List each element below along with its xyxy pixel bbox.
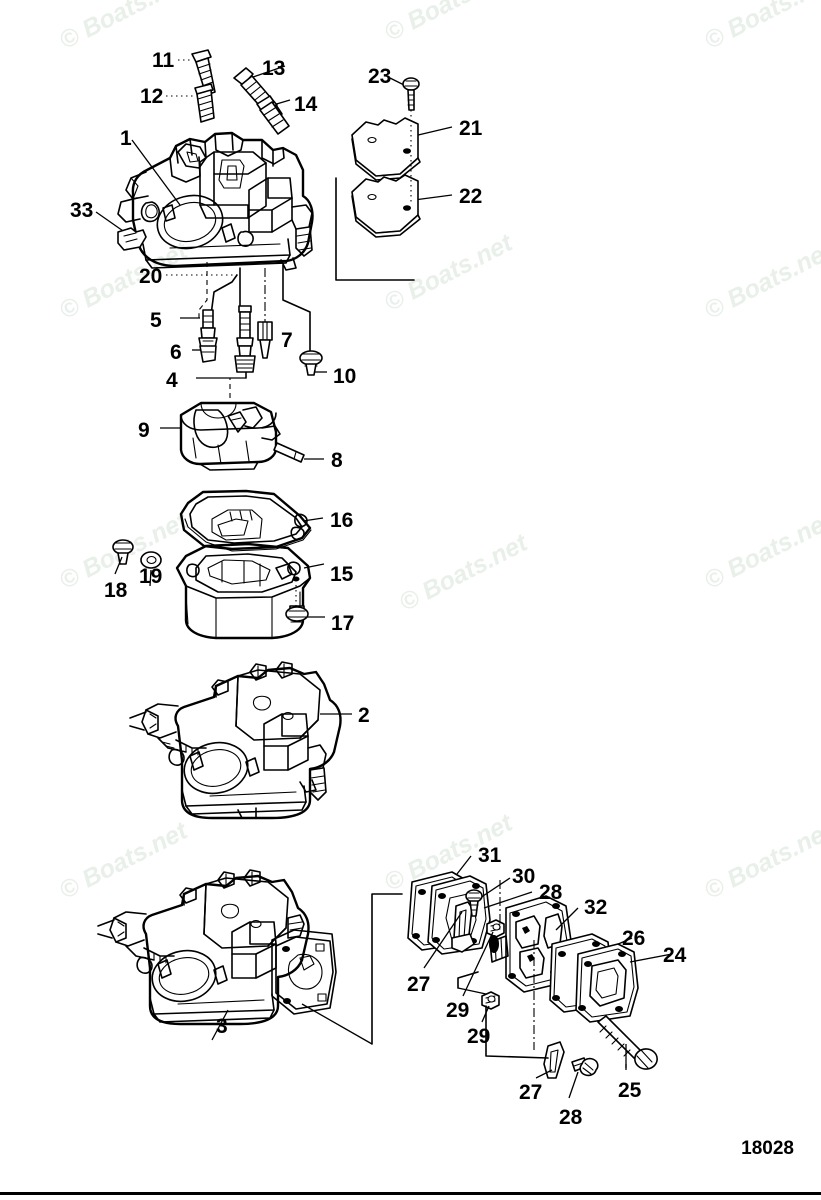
- callout-label-carburetor-assembly-middle: 2: [358, 704, 370, 727]
- part-7-float-pin: [257, 321, 273, 359]
- callout-label-float: 9: [138, 419, 150, 442]
- part-8-float-hinge-pin: [273, 442, 324, 463]
- part-16-bowl-gasket: [179, 489, 312, 552]
- part-21-diaphragm-cover: [351, 117, 421, 181]
- part-25-long-screw: [597, 1015, 658, 1070]
- callout-label-inlet-cover: 24: [663, 944, 687, 967]
- part-2-carburetor-assembly: [129, 661, 342, 820]
- part-6-cap-plug: [199, 345, 217, 363]
- callout-label-main-jet: 4: [166, 369, 178, 392]
- callout-label-bowl-drain-screw: 17: [331, 612, 355, 635]
- part-17-bowl-drain-screw: [285, 585, 325, 623]
- callout-label-gasket-small: 20: [139, 265, 163, 288]
- part-33-float-clip: [117, 227, 147, 251]
- callout-label-lever-arm-right: 27: [519, 1081, 543, 1104]
- callout-label-pump-screw-upper: 28: [539, 881, 563, 904]
- callout-label-pump-screw-lower: 28: [559, 1106, 583, 1129]
- callout-label-cap-plug: 6: [170, 341, 182, 364]
- callout-label-pump-gasket: 30: [512, 865, 536, 888]
- callout-label-washer: 19: [139, 565, 163, 588]
- part-3-carburetor-assembly: [97, 869, 337, 1026]
- part-28-pump-screw-lower: [568, 1057, 599, 1099]
- callout-label-needle-valve: 5: [150, 309, 162, 332]
- part-18-bowl-screw: [112, 539, 134, 575]
- part-1-carburetor-body-top: [117, 131, 314, 271]
- callout-label-pump-cover-plate: 31: [478, 844, 502, 867]
- callout-label-float-hinge-pin: 8: [331, 449, 343, 472]
- callout-label-carburetor-assembly-bottom: 3: [216, 1015, 228, 1038]
- part-28-pump-screw-upper: [465, 889, 483, 917]
- callout-label-inlet-gasket: 26: [622, 927, 646, 950]
- bottom-rule-divider: [0, 1192, 821, 1195]
- bracket-pump-group: [371, 893, 403, 1045]
- part-12-spring-short: [194, 83, 215, 123]
- callout-label-main-jet-screw: 13: [262, 57, 286, 80]
- callout-label-float-pin: 7: [281, 329, 293, 352]
- callout-label-spring-long: 14: [294, 93, 318, 116]
- callout-label-long-screw: 25: [618, 1079, 642, 1102]
- part-9-float: [179, 401, 281, 471]
- part-24-inlet-cover: [575, 943, 639, 1023]
- part-23-cover-screw: [402, 77, 420, 111]
- part-27-lever-arm-right: [543, 1041, 565, 1079]
- callout-label-bowl-gasket: 16: [330, 509, 354, 532]
- callout-label-idle-mixture-screw: 11: [152, 49, 175, 72]
- callout-label-drain-screw: 10: [333, 365, 357, 388]
- bracket-diaphragm-group: [335, 177, 415, 281]
- part-27-lever-arm-left: [451, 901, 475, 953]
- assembly-lines-mid: [180, 262, 327, 379]
- callout-label-nut-upper: 29: [446, 999, 470, 1022]
- callout-label-carburetor-assembly-top: 1: [120, 127, 132, 150]
- callout-label-cover-screw: 23: [368, 65, 392, 88]
- part-29-nut-upper: [486, 919, 505, 938]
- callout-label-nut-lower: 29: [467, 1025, 491, 1048]
- part-15-float-bowl: [175, 542, 312, 640]
- callout-label-spring-short: 12: [140, 85, 164, 108]
- callout-label-diaphragm-cover: 21: [459, 117, 483, 140]
- callout-label-diaphragm-gasket: 22: [459, 185, 483, 208]
- callout-label-float-bowl: 15: [330, 563, 354, 586]
- part-19-washer: [140, 551, 162, 587]
- diagram-id-number: 18028: [741, 1138, 794, 1159]
- part-29-nut-lower: [481, 991, 500, 1010]
- part-14-spring-long: [256, 95, 290, 135]
- callout-label-float-clip: 33: [70, 199, 94, 222]
- callout-label-pump-body: 32: [584, 896, 608, 919]
- callout-label-bowl-screw: 18: [104, 579, 128, 602]
- part-10-drain-screw: [299, 350, 323, 376]
- part-22-diaphragm-gasket: [351, 174, 421, 238]
- callout-label-lever-arm-left: 27: [407, 973, 431, 996]
- part-4-main-jet: [234, 305, 256, 373]
